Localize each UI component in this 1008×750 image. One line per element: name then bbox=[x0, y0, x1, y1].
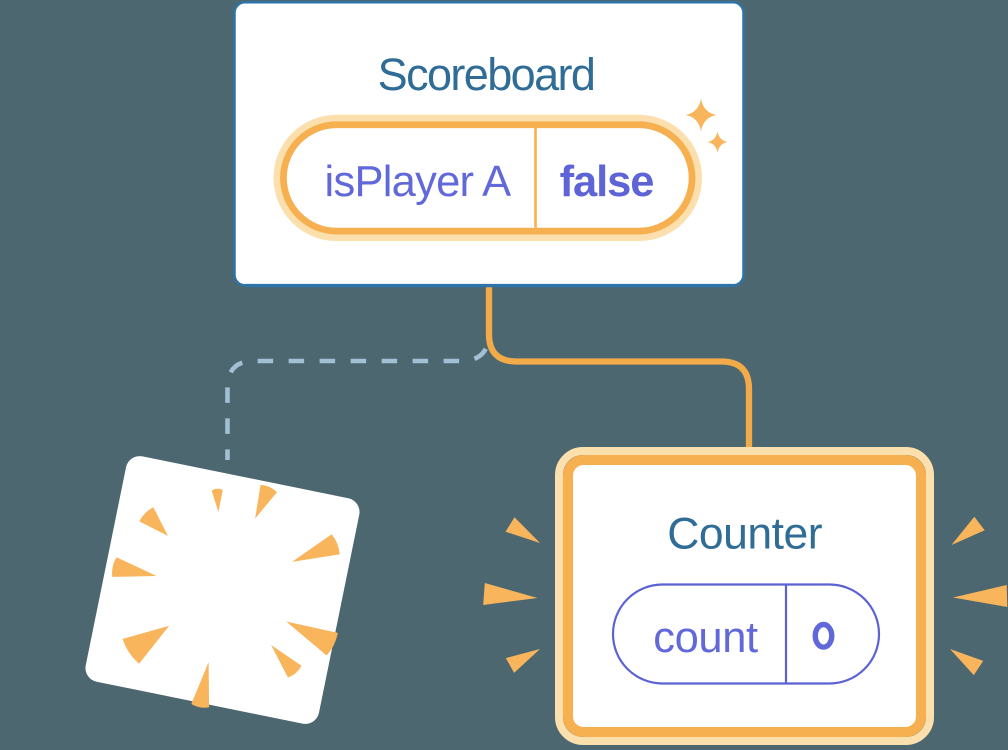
svg-text:Scoreboard: Scoreboard bbox=[378, 49, 595, 100]
svg-text:isPlayer A: isPlayer A bbox=[325, 158, 512, 206]
svg-text:Counter: Counter bbox=[667, 509, 822, 558]
svg-text:false: false bbox=[560, 158, 654, 206]
svg-text:count: count bbox=[653, 614, 758, 662]
